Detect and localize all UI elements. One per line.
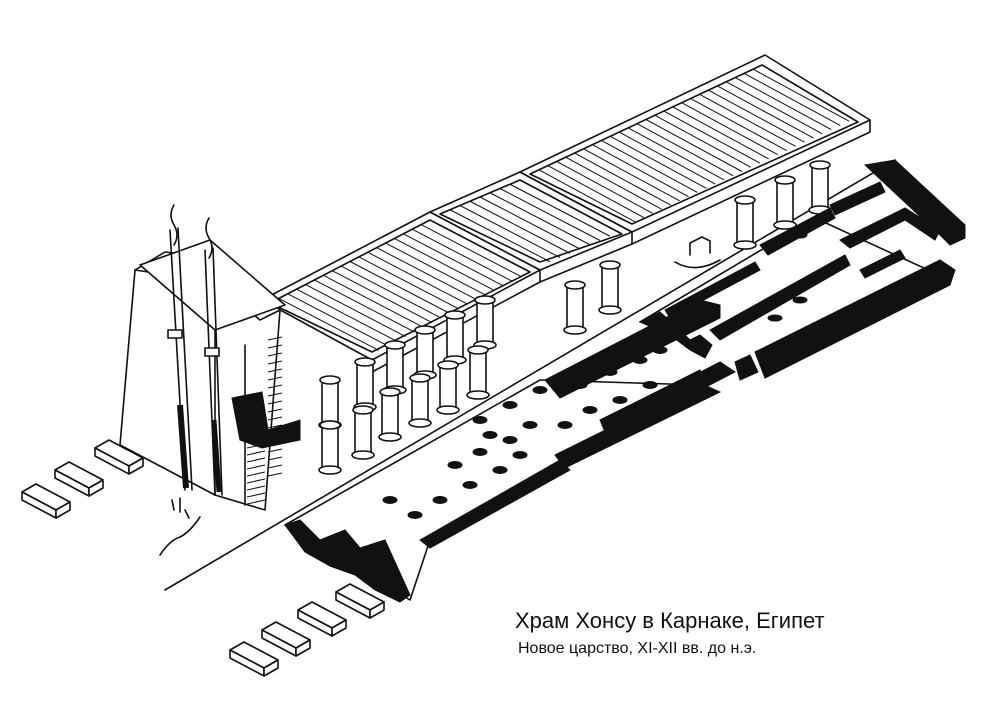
colonnade	[318, 160, 832, 475]
column	[733, 195, 757, 250]
pedestal-block	[261, 621, 311, 657]
roof-rear-hall	[519, 54, 871, 233]
column-base	[572, 381, 588, 389]
roof-middle-hall	[429, 171, 633, 271]
column-base	[502, 436, 518, 444]
column-base	[532, 386, 548, 394]
column-base	[472, 416, 488, 424]
column	[408, 373, 432, 428]
path-line	[159, 516, 201, 556]
sphinx-avenue	[21, 439, 385, 677]
column	[773, 175, 797, 230]
pedestal-block	[335, 583, 385, 619]
courtyard-floor	[284, 299, 722, 603]
column-base	[432, 496, 448, 504]
column-base	[512, 451, 528, 459]
column	[473, 295, 497, 350]
column-base	[612, 396, 628, 404]
column-base	[407, 511, 423, 519]
pedestal-block	[21, 483, 71, 519]
column-base	[582, 406, 598, 414]
column	[413, 325, 437, 380]
caption-title: Храм Хонсу в Карнаке, Египет	[515, 608, 825, 633]
column	[378, 387, 402, 442]
pedestal-block	[297, 601, 347, 637]
caption-subtitle: Новое царство, XI-XII вв. до н.э.	[518, 640, 757, 657]
column-base	[602, 368, 618, 376]
column-base	[462, 481, 478, 489]
column	[383, 340, 407, 395]
column-base	[502, 401, 518, 409]
column	[598, 260, 622, 315]
pylon	[119, 204, 301, 511]
column-base	[632, 356, 648, 364]
human-figures	[171, 497, 190, 519]
column-base	[522, 421, 538, 429]
column	[808, 160, 832, 215]
column-base	[492, 466, 508, 474]
pedestal-block	[54, 461, 104, 497]
column-base	[652, 346, 668, 354]
roof-front-hall	[261, 211, 541, 361]
column	[353, 357, 377, 412]
pedestal-block	[94, 439, 144, 475]
column-base	[482, 431, 498, 439]
column-base	[382, 496, 398, 504]
column	[318, 420, 342, 475]
ground-line	[164, 159, 896, 591]
column	[466, 345, 490, 400]
column	[436, 360, 460, 415]
column-base	[642, 381, 658, 389]
column-base	[472, 448, 488, 456]
pedestal-block	[229, 641, 279, 677]
column	[563, 280, 587, 335]
column	[443, 310, 467, 365]
column-base	[557, 421, 573, 429]
column	[351, 405, 375, 460]
sanctuary-plan	[638, 159, 966, 391]
column-base	[447, 461, 463, 469]
